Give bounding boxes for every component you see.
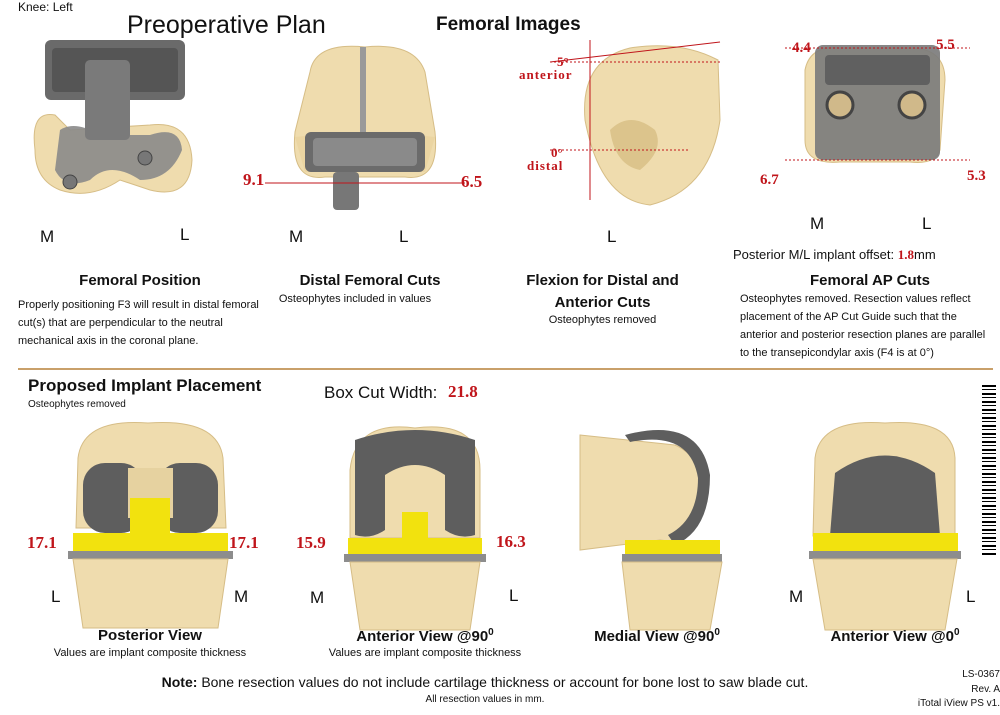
flexion-subtitle: Osteophytes removed [548,314,657,326]
flexion-distal-label: distal [527,158,564,173]
ap-cuts-image [785,45,970,163]
posterior-left-mark: L [51,587,61,606]
femoral-position-right-mark: L [180,225,190,244]
anterior90-view-image [344,426,486,631]
product-version: iTotal iView PS v1. [917,698,1000,709]
distal-left-value: 9.1 [243,170,265,189]
ap-bottom-left-value: 6.7 [760,172,779,188]
anterior0-view-image [809,421,961,631]
flexion-anterior-value: 5° [557,54,569,69]
revision: Rev. A [971,684,1000,695]
flexion-title-line2: Anterior Cuts [554,294,651,311]
doc-number: LS-0367 [962,669,1000,680]
ap-right-mark: L [922,214,932,233]
femoral-position-title: Femoral Position [79,272,201,289]
anterior90-subtitle: Values are implant composite thickness [328,647,522,659]
ap-cuts-title: Femoral AP Cuts [809,272,931,289]
anterior0-left-mark: M [789,587,804,606]
ap-offset-line: Posterior M/L implant offset: 1.8mm [733,247,936,262]
ap-offset-value: 1.8 [897,247,914,262]
note-label: Note: [161,674,198,690]
anterior90-left-value: 15.9 [296,533,326,552]
distal-cuts-title: Distal Femoral Cuts [299,272,441,289]
femoral-position-description: Properly positioning F3 will result in d… [18,299,259,347]
flexion-title-line1: Flexion for Distal and [526,272,679,289]
page-title: Preoperative Plan [127,11,326,39]
femoral-position-left-mark: M [40,227,55,246]
knee-side-label: Knee: Left [18,0,73,14]
ap-top-right-value: 5.5 [936,37,955,53]
ap-cuts-description: Osteophytes removed. Resection values re… [740,293,986,359]
ap-bottom-right-value: 5.3 [967,168,986,184]
posterior-right-value: 17.1 [229,533,259,552]
box-cut-label: Box Cut Width: [324,383,438,402]
anterior0-right-mark: L [966,587,976,606]
flexion-distal-value: 0° [551,145,563,160]
anterior90-left-mark: M [310,588,325,607]
note-text: Bone resection values do not include car… [201,674,809,690]
implant-section-subtitle: Osteophytes removed [28,399,126,410]
distal-cuts-image [265,45,465,210]
note-line: Note: Bone resection values do not inclu… [0,674,970,690]
distal-right-mark: L [399,227,409,246]
anterior90-right-mark: L [509,586,519,605]
distal-cuts-subtitle: Osteophytes included in values [278,293,432,305]
units-note: All resection values in mm. [425,694,545,705]
section-divider [18,368,993,370]
barcode [982,385,996,555]
anterior90-right-value: 16.3 [496,532,526,551]
flexion-anterior-label: anterior [519,67,573,82]
posterior-view-image [68,421,233,629]
posterior-view-title: Posterior View [98,627,202,644]
box-cut-value: 21.8 [448,382,478,401]
flexion-image [549,40,721,206]
femoral-position-image [33,40,193,194]
femoral-images-title: Femoral Images [436,14,581,35]
implant-section-title: Proposed Implant Placement [28,376,262,395]
ap-top-left-value: 4.4 [792,40,811,56]
flexion-mark: L [607,227,617,246]
anterior0-title: Anterior View @00 [830,627,960,645]
distal-right-value: 6.5 [461,172,483,191]
posterior-left-value: 17.1 [27,533,57,552]
medial90-view-image [579,430,723,631]
medial90-title: Medial View @900 [594,627,720,645]
ap-left-mark: M [810,214,825,233]
distal-left-mark: M [289,227,304,246]
anterior90-title: Anterior View @900 [356,627,494,645]
posterior-view-subtitle: Values are implant composite thickness [53,647,247,659]
posterior-right-mark: M [234,587,249,606]
